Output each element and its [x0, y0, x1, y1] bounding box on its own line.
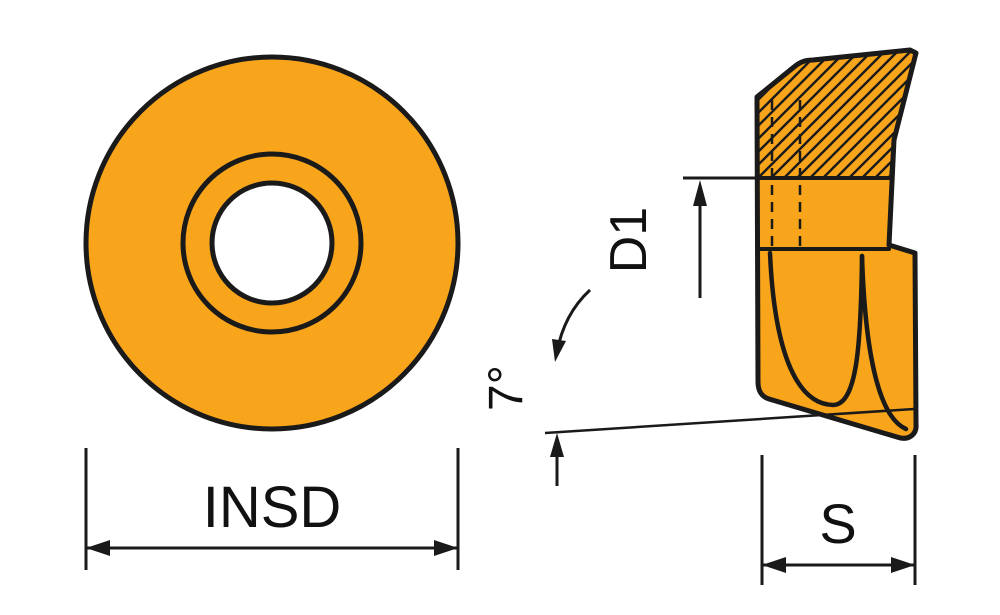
insd-dimension: INSD	[84, 448, 460, 570]
section-hatch-region	[755, 48, 918, 180]
front-view	[83, 54, 461, 432]
center-hole-circle	[209, 180, 335, 306]
side-view	[754, 47, 919, 441]
angle-pointer-arrow	[550, 433, 564, 457]
insd-label: INSD	[203, 475, 342, 540]
edge-scallop-curve-right	[859, 253, 909, 432]
angle-arc-arrow	[552, 339, 566, 362]
s-dimension: S	[760, 455, 917, 585]
angle-reference-line	[544, 407, 915, 435]
s-label: S	[819, 492, 856, 555]
angle-dimension: 7°	[480, 288, 915, 486]
s-arrow-right	[891, 557, 915, 573]
angle-label: 7°	[480, 365, 533, 411]
d1-dimension: D1	[600, 176, 757, 298]
edge-scallop-curve-left	[767, 250, 865, 408]
s-arrow-left	[762, 557, 786, 573]
d1-label: D1	[600, 207, 658, 273]
d1-arrow-up	[693, 180, 707, 206]
insd-arrow-right	[434, 540, 458, 556]
insd-arrow-left	[86, 540, 110, 556]
